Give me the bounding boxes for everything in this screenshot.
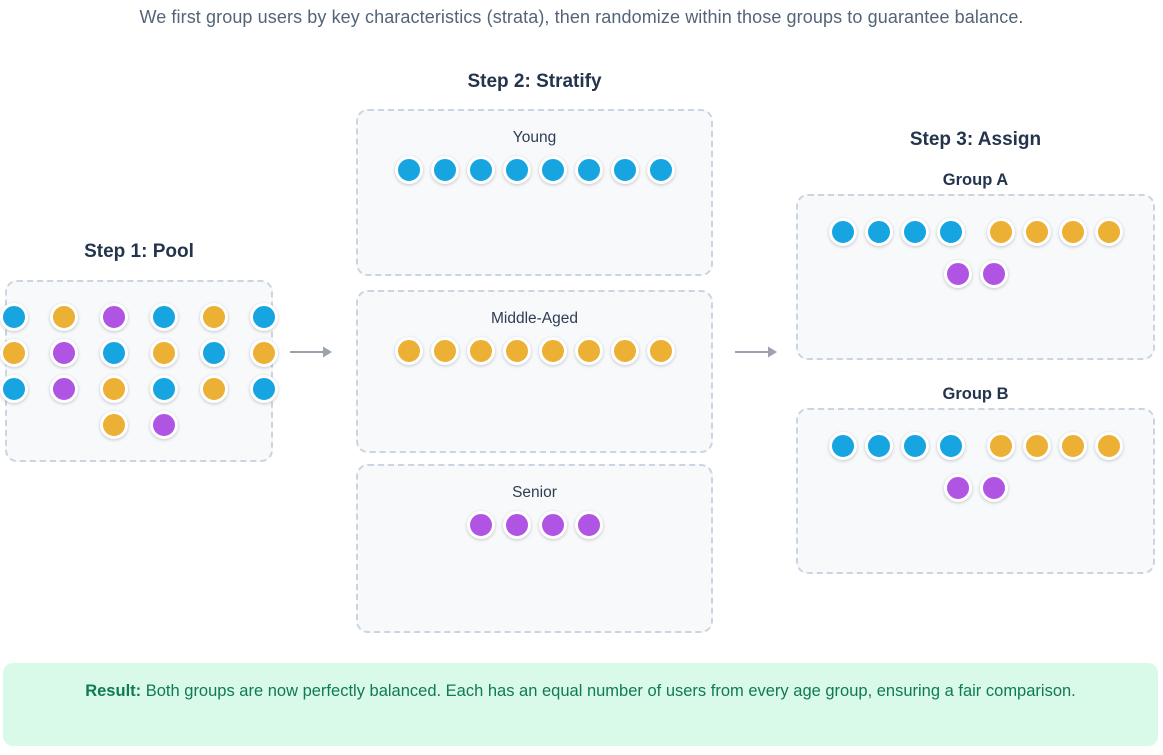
user-dot-young (250, 375, 278, 403)
user-dot-young (100, 339, 128, 367)
user-dot-middle (250, 339, 278, 367)
arrow-right-icon (290, 346, 332, 358)
user-dot-young (646, 156, 675, 184)
user-dot-middle (986, 218, 1015, 246)
dot-row (798, 260, 1153, 288)
dot-row (358, 337, 711, 365)
user-dot-young (828, 218, 857, 246)
group-a-box (796, 194, 1155, 360)
user-dot-young (574, 156, 603, 184)
user-dot-senior (50, 375, 78, 403)
user-dot-middle (200, 375, 228, 403)
result-label: Result: (85, 682, 142, 700)
dot-row (0, 375, 278, 403)
user-dot-senior (943, 474, 972, 502)
group-b-box (796, 408, 1155, 574)
user-dot-young (828, 432, 857, 460)
dot-row (358, 511, 711, 539)
pool-box (0, 280, 278, 462)
stratum-box-middle-aged: Middle-Aged (356, 290, 713, 453)
user-dot-middle (646, 337, 675, 365)
group-a-label: Group A (942, 171, 1009, 189)
user-dot-middle (200, 303, 228, 331)
user-dot-young (394, 156, 423, 184)
user-dot-young (610, 156, 639, 184)
user-dot-senior (979, 474, 1008, 502)
user-dot-senior (50, 339, 78, 367)
user-dot-middle (986, 432, 1015, 460)
stratum-box-senior: Senior (356, 464, 713, 633)
user-dot-young (250, 303, 278, 331)
user-dot-young (936, 432, 965, 460)
dot-row (0, 339, 278, 367)
dot-row (358, 156, 711, 184)
user-dot-senior (538, 511, 567, 539)
user-dot-middle (1022, 432, 1051, 460)
user-dot-middle (0, 339, 28, 367)
stratum-box-young: Young (356, 109, 713, 276)
result-text: Both groups are now perfectly balanced. … (145, 682, 1076, 700)
dot-row (798, 432, 1153, 460)
user-dot-young (150, 375, 178, 403)
user-dot-young (502, 156, 531, 184)
user-dot-young (900, 432, 929, 460)
user-dot-senior (943, 260, 972, 288)
user-dot-senior (979, 260, 1008, 288)
step1-title: Step 1: Pool (84, 241, 194, 262)
user-dot-young (864, 432, 893, 460)
dot-row (798, 474, 1153, 502)
result-banner: Result: Both groups are now perfectly ba… (3, 663, 1158, 746)
user-dot-young (466, 156, 495, 184)
user-dot-middle (1094, 432, 1123, 460)
dot-row (0, 303, 278, 331)
user-dot-middle (1058, 218, 1087, 246)
stratum-dots-middle-aged (358, 337, 711, 365)
user-dot-young (864, 218, 893, 246)
user-dot-middle (574, 337, 603, 365)
user-dot-middle (1094, 218, 1123, 246)
user-dot-middle (100, 411, 128, 439)
user-dot-middle (100, 375, 128, 403)
user-dot-senior (574, 511, 603, 539)
arrow-right-icon (735, 346, 777, 358)
user-dot-middle (466, 337, 495, 365)
user-dot-middle (50, 303, 78, 331)
user-dot-middle (610, 337, 639, 365)
user-dot-young (150, 303, 178, 331)
intro-text: We first group users by key characterist… (139, 7, 1024, 27)
user-dot-middle (502, 337, 531, 365)
stratum-label-young: Young (512, 129, 557, 146)
dot-row (7, 411, 271, 439)
stratum-dots-senior (358, 511, 711, 539)
user-dot-senior (100, 303, 128, 331)
stratum-label-middle-aged: Middle-Aged (490, 310, 579, 327)
stratum-label-senior: Senior (512, 484, 557, 501)
user-dot-young (900, 218, 929, 246)
user-dot-senior (150, 411, 178, 439)
step3-title: Step 3: Assign (909, 129, 1042, 150)
user-dot-young (936, 218, 965, 246)
group-b-label: Group B (942, 385, 1009, 403)
step2-title: Step 2: Stratify (467, 71, 602, 92)
user-dot-middle (430, 337, 459, 365)
user-dot-middle (1058, 432, 1087, 460)
stratum-dots-young (358, 156, 711, 184)
user-dot-young (0, 375, 28, 403)
user-dot-young (0, 303, 28, 331)
user-dot-middle (394, 337, 423, 365)
user-dot-middle (150, 339, 178, 367)
user-dot-middle (538, 337, 567, 365)
user-dot-young (200, 339, 228, 367)
dot-row (798, 218, 1153, 246)
user-dot-middle (1022, 218, 1051, 246)
user-dot-young (538, 156, 567, 184)
user-dot-young (430, 156, 459, 184)
user-dot-senior (502, 511, 531, 539)
user-dot-senior (466, 511, 495, 539)
